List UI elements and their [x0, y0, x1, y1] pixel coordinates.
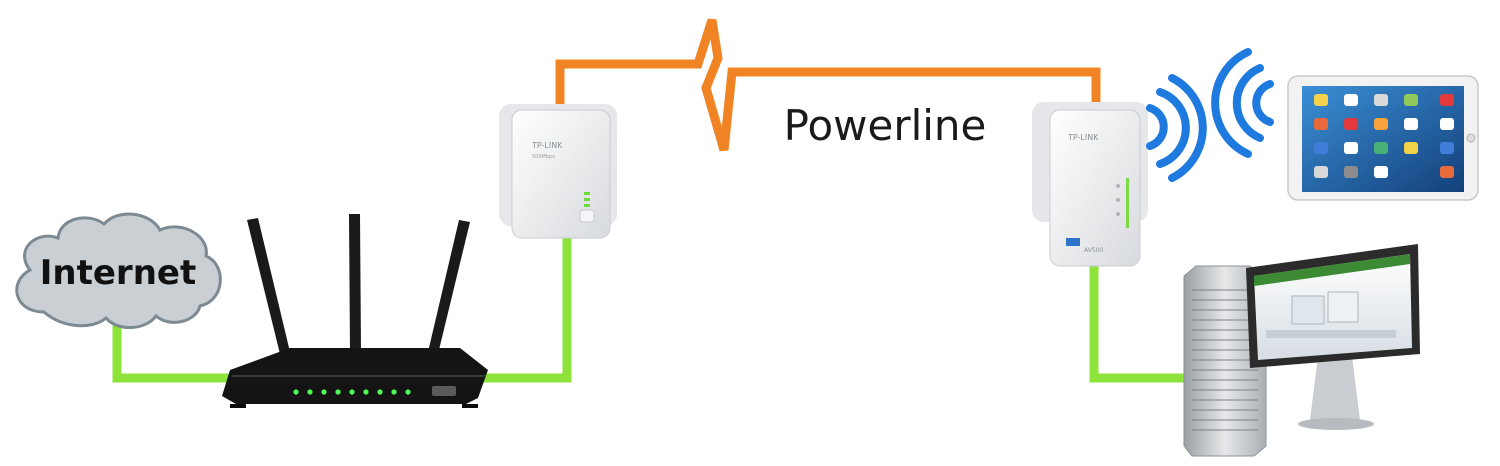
ethernet-line-internet-router [112, 322, 235, 383]
tablet-app-icons [1314, 94, 1454, 178]
desktop-computer-icon [1183, 265, 1267, 457]
wifi-icon [1146, 74, 1207, 182]
adapter-speed-left: 500Mbps [532, 154, 555, 160]
internet-cloud: Internet [15, 212, 222, 329]
router-antennas [247, 214, 470, 354]
cloud-icon [15, 212, 222, 329]
powerline-adapter-right: TP-LINK AV500 [1032, 102, 1148, 267]
adapter-pair-button [579, 209, 595, 223]
router-status-leds [293, 389, 411, 395]
ethernet-connections [112, 232, 1190, 383]
powerline-label: Powerline [784, 101, 987, 150]
wifi-icon [1211, 48, 1274, 158]
adapter-brand-left: TP-LINK [531, 141, 563, 150]
desktop-computer [1183, 244, 1420, 457]
ethernet-line-router-adapter [480, 232, 572, 383]
powerline-adapter-left: TP-LINK 500Mbps [499, 104, 617, 239]
adapter-brand-right: TP-LINK [1067, 133, 1099, 142]
powerline-adapter-icon [1049, 109, 1141, 267]
adapter-badge-right: AV500 [1084, 247, 1103, 254]
adapter-leds-left [584, 192, 590, 207]
tablet [1287, 75, 1479, 201]
powerline-adapter-icon [511, 109, 611, 239]
internet-label: Internet [40, 253, 196, 293]
adapter-leds-right [1116, 184, 1120, 216]
router [222, 214, 488, 408]
powerline-connection-line [555, 18, 1101, 152]
ethernet-line-adapter-computer [1089, 262, 1190, 383]
